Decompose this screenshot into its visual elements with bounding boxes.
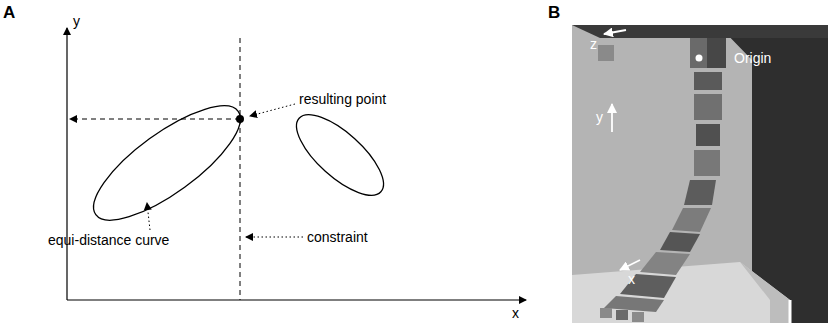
panel-letter: B	[548, 4, 560, 21]
axis-label: z	[590, 37, 597, 51]
axis-label: y	[596, 110, 603, 124]
callout-label: resulting point	[299, 92, 386, 106]
axis-label: x	[512, 306, 519, 320]
panel-letter: A	[3, 4, 15, 21]
origin-label: Origin	[734, 51, 771, 65]
plot-a	[67, 28, 526, 300]
axis-label: x	[628, 272, 635, 286]
axis-label: y	[73, 14, 80, 28]
callout-label: constraint	[307, 230, 368, 244]
robot-render	[572, 25, 828, 323]
callout-label: equi-distance curve	[48, 233, 169, 247]
